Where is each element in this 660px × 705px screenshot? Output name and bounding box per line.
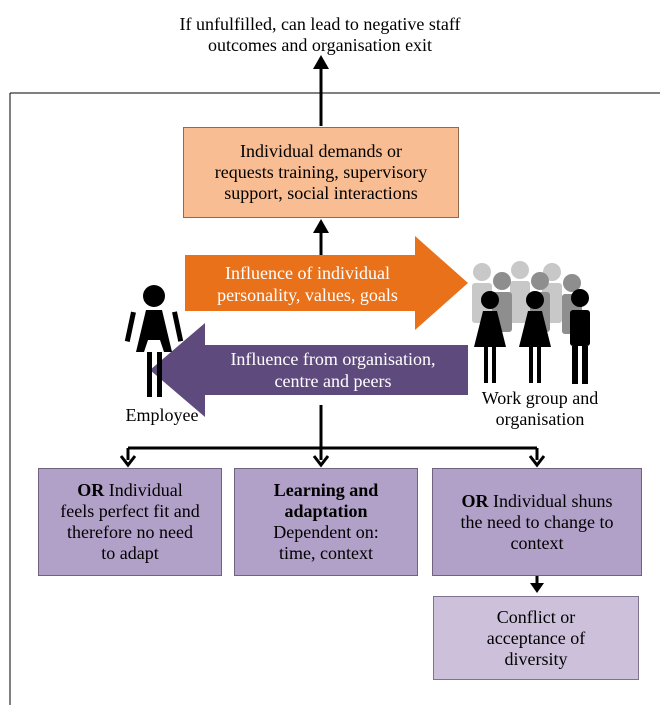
- conflict-box: Conflict or acceptance of diversity: [433, 596, 639, 680]
- arrow-head-left: [119, 455, 137, 468]
- purple-arrow-shape: [150, 323, 468, 417]
- outcome-line-2: outcomes and organisation exit: [207, 35, 433, 55]
- learning-title-2: adaptation: [284, 501, 368, 521]
- conflict-line-1: Conflict or: [496, 606, 576, 627]
- arrow-head-up-top: [313, 55, 329, 69]
- outcome-fit-line-4: to adapt: [101, 543, 159, 563]
- arrow-head-right: [528, 455, 546, 468]
- orange-arrow-shape: [185, 236, 468, 330]
- outcome-fit-box: OR Individual feels perfect fit and ther…: [38, 468, 222, 576]
- outcome-line-1: If unfulfilled, can lead to negative sta…: [179, 14, 461, 34]
- outcome-fit-line-3: therefore no need: [67, 522, 193, 542]
- arrow-head-conflict: [530, 583, 544, 593]
- workgroup-label: Work group and organisation: [465, 388, 615, 430]
- people-group-icon: [472, 261, 590, 384]
- outcome-fit-line-1: Individual: [104, 480, 183, 500]
- arrow-head-up-demands: [313, 219, 329, 233]
- purple-arrow-line-2: centre and peers: [274, 371, 392, 391]
- purple-arrow-line-1: Influence from organisation,: [230, 349, 436, 369]
- workgroup-line-2: organisation: [495, 409, 585, 429]
- orange-arrow-line-1: Influence of individual: [225, 263, 390, 283]
- learning-line-2: time, context: [279, 543, 373, 563]
- orange-arrow-line-2: personality, values, goals: [217, 285, 398, 305]
- conflict-line-3: diversity: [504, 648, 568, 669]
- arrow-head-mid: [312, 455, 330, 468]
- outcome-text: If unfulfilled, can lead to negative sta…: [130, 14, 510, 56]
- outcome-shun-or: OR: [461, 490, 489, 511]
- outcome-learning-box: Learning and adaptation Dependent on: ti…: [234, 468, 418, 576]
- demands-line-3: support, social interactions: [224, 183, 418, 203]
- outcome-fit-line-2: feels perfect fit and: [60, 501, 200, 521]
- conflict-line-2: acceptance of: [486, 627, 586, 648]
- outcome-fit-or: OR: [77, 480, 105, 500]
- demands-box: Individual demands or requests training,…: [183, 127, 459, 218]
- female-person-icon: [124, 285, 184, 397]
- outcome-shun-box: OR Individual shuns the need to change t…: [432, 468, 642, 576]
- outcome-shun-line-3: context: [510, 532, 564, 553]
- purple-arrow-label: Influence from organisation, centre and …: [208, 348, 458, 392]
- demands-line-2: requests training, supervisory: [214, 162, 428, 182]
- workgroup-line-1: Work group and: [481, 388, 599, 408]
- learning-title-1: Learning and: [273, 480, 379, 500]
- outcome-shun-line-1: Individual shuns: [488, 490, 613, 511]
- orange-arrow-label: Influence of individual personality, val…: [200, 262, 415, 306]
- demands-line-1: Individual demands or: [240, 141, 402, 161]
- employee-label: Employee: [125, 405, 199, 425]
- learning-line-1: Dependent on:: [273, 522, 379, 542]
- outcome-shun-line-2: the need to change to: [460, 511, 614, 532]
